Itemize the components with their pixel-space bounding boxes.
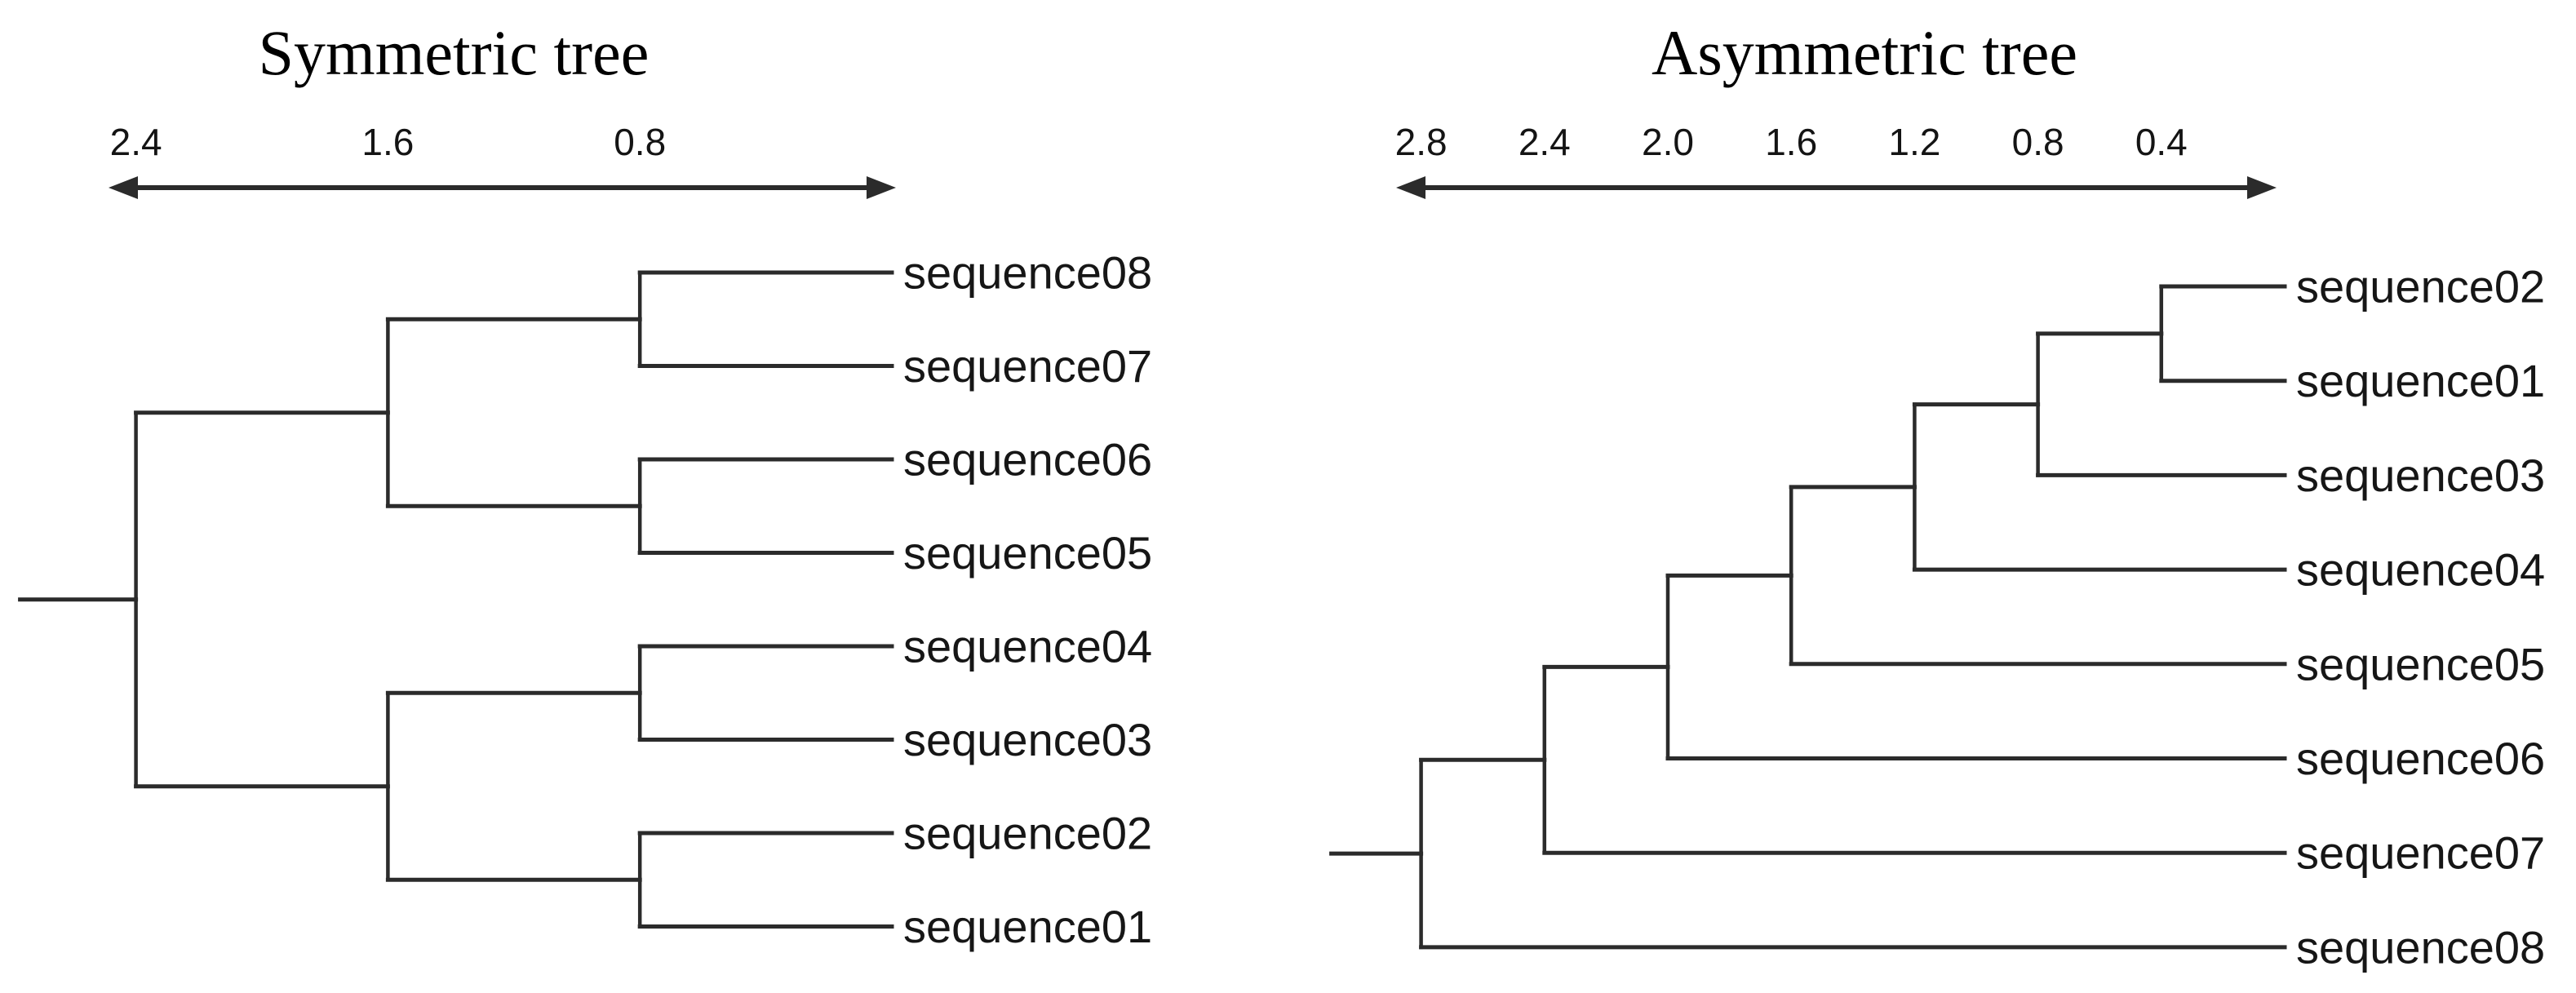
asymmetric-scale-tick-2.4: 2.4 — [1519, 121, 1571, 163]
asymmetric-scale-tick-0.8: 0.8 — [2012, 121, 2064, 163]
symmetric-leaf-label-sequence04: sequence04 — [903, 621, 1152, 672]
asymmetric-tree-title: Asymmetric tree — [1652, 17, 2077, 88]
asymmetric-scale-tick-2.8: 2.8 — [1395, 121, 1448, 163]
symmetric-leaf-label-sequence07: sequence07 — [903, 340, 1152, 392]
symmetric-scale-tick-0.8: 0.8 — [614, 121, 666, 163]
symmetric-scale-arrowhead-right — [867, 176, 896, 199]
asymmetric-leaf-label-sequence02: sequence02 — [2296, 261, 2545, 313]
asymmetric-leaf-label-sequence07: sequence07 — [2296, 827, 2545, 879]
asymmetric-leaf-label-sequence08: sequence08 — [2296, 921, 2545, 973]
symmetric-leaf-label-sequence02: sequence02 — [903, 808, 1152, 859]
asymmetric-scale-arrowhead-right — [2247, 176, 2277, 199]
asymmetric-leaf-label-sequence01: sequence01 — [2296, 355, 2545, 406]
symmetric-scale-tick-2.4: 2.4 — [110, 121, 162, 163]
asymmetric-leaf-label-sequence05: sequence05 — [2296, 638, 2545, 689]
symmetric-leaf-label-sequence01: sequence01 — [903, 901, 1152, 952]
symmetric-leaf-label-sequence08: sequence08 — [903, 247, 1152, 299]
asymmetric-scale-tick-2.0: 2.0 — [1642, 121, 1694, 163]
asymmetric-leaf-label-sequence06: sequence06 — [2296, 733, 2545, 784]
symmetric-scale-arrowhead-left — [109, 176, 138, 199]
asymmetric-leaf-label-sequence04: sequence04 — [2296, 544, 2545, 596]
symmetric-scale-tick-1.6: 1.6 — [361, 121, 414, 163]
asymmetric-scale-tick-0.4: 0.4 — [2135, 121, 2188, 163]
symmetric-leaf-label-sequence05: sequence05 — [903, 527, 1152, 579]
symmetric-leaf-label-sequence03: sequence03 — [903, 714, 1152, 765]
symmetric-tree-title: Symmetric tree — [258, 17, 650, 88]
asymmetric-scale-arrowhead-left — [1396, 176, 1425, 199]
asymmetric-scale-tick-1.2: 1.2 — [1888, 121, 1940, 163]
symmetric-leaf-label-sequence06: sequence06 — [903, 434, 1152, 485]
asymmetric-leaf-label-sequence03: sequence03 — [2296, 450, 2545, 501]
asymmetric-scale-tick-1.6: 1.6 — [1765, 121, 1817, 163]
